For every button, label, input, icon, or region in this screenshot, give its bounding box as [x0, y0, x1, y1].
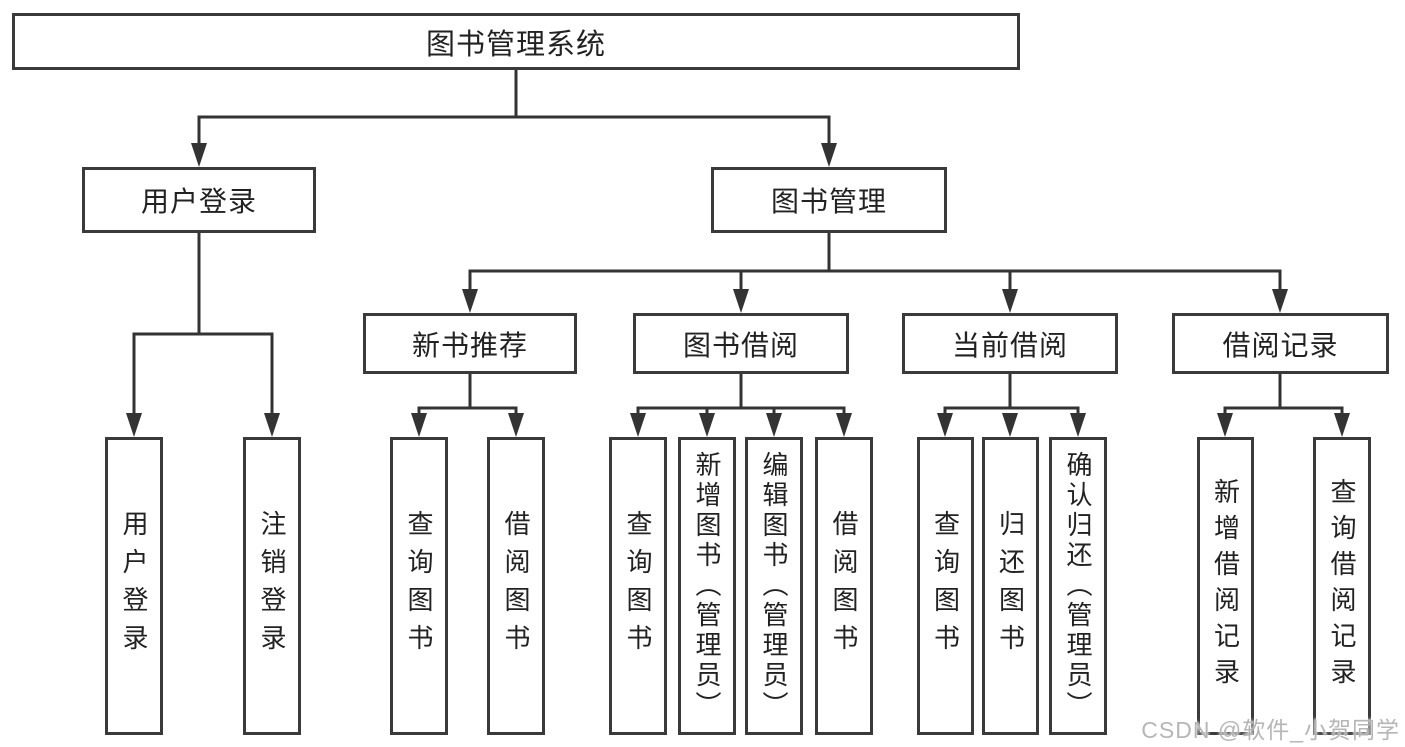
node-library-management-system: 图书管理系统 [12, 13, 1020, 70]
node-label: 新书推荐 [411, 329, 528, 361]
node-book-management: 图书管理 [711, 167, 947, 233]
node-user-login: 用户登录 [82, 167, 316, 233]
node-label: 确认归还（管理员） [1063, 451, 1093, 721]
node-book-borrowing: 图书借阅 [633, 313, 849, 374]
node-label: 图书管理系统 [425, 28, 606, 61]
node-label: 注销登录 [257, 510, 287, 662]
leaf-logout: 注销登录 [243, 437, 301, 735]
leaf-query-borrow-record: 查询借阅记录 [1313, 437, 1371, 735]
leaf-borrow-books-recommend: 借阅图书 [487, 437, 545, 735]
leaf-add-books-admin: 新增图书（管理员） [678, 437, 736, 735]
leaf-edit-books-admin: 编辑图书（管理员） [745, 437, 803, 735]
node-new-book-recommendation: 新书推荐 [363, 313, 577, 374]
leaf-confirm-return-admin: 确认归还（管理员） [1049, 437, 1107, 735]
leaf-user-login: 用户登录 [105, 437, 163, 735]
node-label: 查询图书 [404, 510, 434, 662]
node-label: 新增借阅记录 [1210, 478, 1241, 694]
node-label: 用户登录 [119, 510, 149, 662]
csdn-watermark: CSDN @软件_小贺同学 [1141, 717, 1400, 743]
node-label: 图书借阅 [682, 329, 799, 361]
leaf-query-books-borrow: 查询图书 [609, 437, 667, 735]
node-label: 借阅记录 [1222, 329, 1339, 361]
leaf-add-borrow-record: 新增借阅记录 [1197, 437, 1254, 735]
leaf-query-books-current: 查询图书 [917, 437, 974, 735]
leaf-borrow-books: 借阅图书 [815, 437, 873, 735]
node-label: 借阅图书 [829, 510, 859, 662]
node-label: 查询图书 [623, 510, 653, 662]
node-label: 归还图书 [995, 510, 1026, 662]
node-label: 图书管理 [770, 186, 887, 217]
node-label: 查询图书 [930, 510, 961, 662]
leaf-return-books: 归还图书 [982, 437, 1039, 735]
node-label: 借阅图书 [501, 510, 531, 662]
node-label: 当前借阅 [951, 329, 1068, 361]
node-current-borrowing: 当前借阅 [902, 313, 1118, 374]
node-borrowing-records: 借阅记录 [1172, 313, 1389, 374]
node-label: 查询借阅记录 [1327, 478, 1357, 694]
leaf-query-books-recommend: 查询图书 [390, 437, 448, 735]
node-label: 新增图书（管理员） [692, 451, 722, 721]
node-label: 用户登录 [140, 186, 257, 217]
node-label: 编辑图书（管理员） [759, 451, 789, 721]
